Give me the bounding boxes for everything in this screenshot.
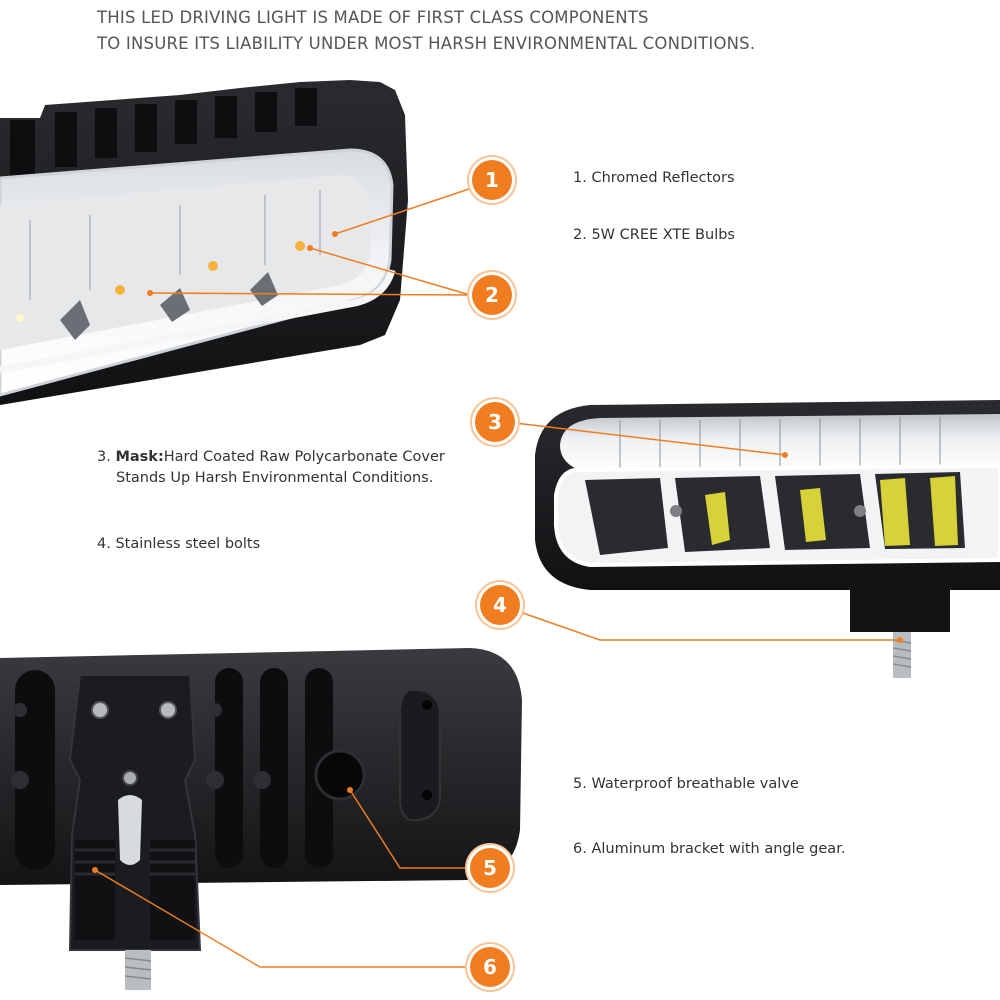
feature-label-3-prefix: 3.	[97, 449, 116, 465]
feature-label-5: 5. Waterproof breathable valve	[573, 776, 799, 792]
callout-lines	[94, 187, 900, 968]
feature-label-3-bold: Mask:	[115, 449, 164, 465]
light-bar-photo-middle	[535, 400, 1000, 678]
light-bar-photo-top	[0, 80, 408, 405]
header-text: THIS LED DRIVING LIGHT IS MADE OF FIRST …	[97, 5, 755, 57]
header-line-1: THIS LED DRIVING LIGHT IS MADE OF FIRST …	[97, 8, 649, 27]
feature-label-3: 3. Mask:Hard Coated Raw Polycarbonate Co…	[97, 447, 445, 489]
feature-label-6: 6. Aluminum bracket with angle gear.	[573, 841, 846, 857]
header-line-2: TO INSURE ITS LIABILITY UNDER MOST HARSH…	[97, 34, 756, 53]
callout-badge-3: 3	[475, 402, 515, 442]
callout-badge-6: 6	[470, 947, 510, 987]
feature-label-2: 2. 5W CREE XTE Bulbs	[573, 227, 735, 243]
feature-label-3-line2: Stands Up Harsh Environmental Conditions…	[116, 470, 434, 486]
light-bar-photo-bottom	[0, 648, 522, 990]
callout-badge-2: 2	[472, 275, 512, 315]
feature-label-1: 1. Chromed Reflectors	[573, 170, 735, 186]
callout-badge-4: 4	[480, 585, 520, 625]
callout-badge-1: 1	[472, 160, 512, 200]
feature-label-4: 4. Stainless steel bolts	[97, 536, 261, 552]
callout-badge-5: 5	[470, 848, 510, 888]
feature-label-3-text: Hard Coated Raw Polycarbonate Cover	[163, 449, 445, 465]
